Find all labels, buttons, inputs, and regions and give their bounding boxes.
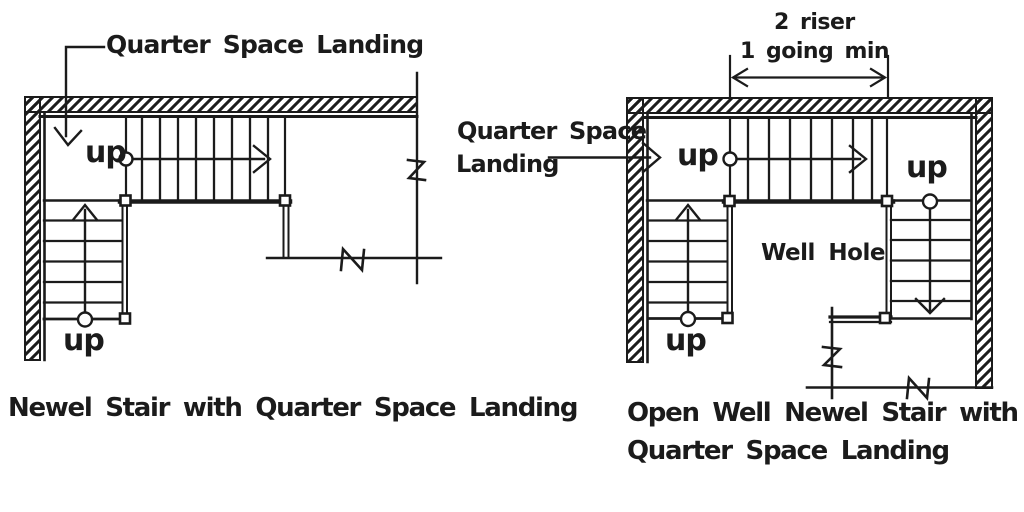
up-label: up — [85, 135, 127, 170]
right-landing-label-line1: Quarter Space — [457, 117, 647, 145]
up-label: up — [906, 150, 948, 185]
newel-post — [119, 194, 132, 207]
newel-post — [878, 311, 892, 325]
up-label: up — [677, 138, 719, 173]
newel-post — [278, 194, 292, 207]
right-flight-direction-arrow — [914, 193, 946, 315]
walk-line-start-circle — [679, 310, 697, 328]
right-plan-left-wall — [626, 97, 644, 363]
lower-left-flight-direction-arrow — [674, 203, 702, 328]
dimension-arrowhead-left — [730, 67, 749, 88]
well-hole-label: Well Hole — [761, 240, 885, 266]
upper-flight-direction-arrow — [118, 144, 272, 174]
walk-line-start-circle — [722, 151, 738, 167]
walk-line-start-circle — [76, 311, 94, 328]
up-label: up — [665, 323, 707, 358]
lower-flight-treads — [42, 219, 124, 304]
left-landing-label: Quarter Space Landing — [106, 30, 424, 59]
n-break-symbol — [339, 245, 366, 274]
newel-post — [721, 311, 734, 325]
left-plan — [24, 45, 443, 362]
dimension-lines — [728, 54, 890, 99]
landing-leader-line — [53, 45, 106, 147]
walk-line-start-circle — [921, 193, 939, 210]
break-lines — [805, 306, 994, 402]
left-plan-left-wall — [24, 96, 41, 361]
n-break-symbol — [905, 374, 931, 402]
right-plan — [547, 54, 994, 402]
dimension-arrowhead-right — [869, 67, 888, 88]
lower-flight-direction-arrow — [71, 203, 99, 328]
newel-post — [118, 312, 132, 325]
dimension-label-line2: 1 going min — [740, 39, 890, 64]
up-label: up — [63, 323, 105, 358]
walk-line-start-circle — [118, 151, 134, 167]
right-landing-label-line2: Landing — [456, 150, 559, 178]
newel-post — [880, 194, 894, 208]
left-plan-caption: Newel Stair with Quarter Space Landing — [8, 393, 578, 423]
z-break-symbol — [406, 158, 427, 182]
right-plan-right-wall — [975, 97, 993, 389]
z-break-symbol — [821, 345, 843, 369]
upper-flight-direction-arrow — [722, 144, 868, 174]
newel-post — [723, 194, 736, 208]
leader-arrowhead — [641, 141, 662, 174]
right-plan-caption-line1: Open Well Newel Stair with — [627, 398, 1019, 428]
break-lines — [265, 71, 443, 285]
leader-arrowhead — [53, 126, 83, 147]
landing-leader-line — [547, 141, 662, 174]
dimension-label-line1: 2 riser — [774, 10, 855, 35]
right-plan-top-wall — [626, 97, 993, 114]
right-plan-caption-line2: Quarter Space Landing — [627, 436, 950, 466]
left-plan-top-wall — [24, 96, 418, 113]
